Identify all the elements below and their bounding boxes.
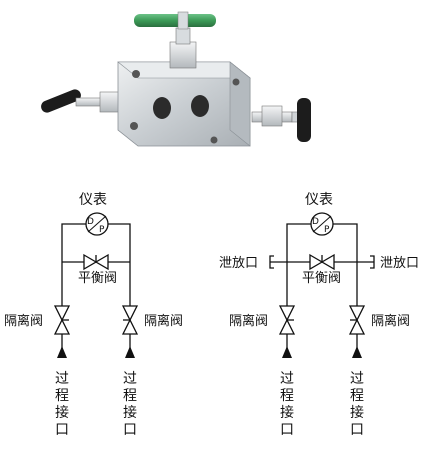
- isolation-valve-right-icon: [348, 305, 366, 335]
- svg-text:接: 接: [55, 404, 69, 421]
- svg-text:过: 过: [280, 371, 294, 387]
- svg-text:接: 接: [280, 404, 294, 421]
- svg-text:程: 程: [350, 388, 364, 404]
- dp-bottom-letter: P: [324, 225, 330, 235]
- right-schematic: 仪表 D P 泄放口 泄放口 平衡阀: [219, 192, 419, 438]
- manifold-body: [117, 61, 251, 147]
- svg-text:过: 过: [123, 371, 137, 387]
- isolation-valve-left-label: 隔离阀: [229, 313, 268, 329]
- isolation-valve-right-label: 隔离阀: [371, 313, 410, 329]
- balance-valve-label: 平衡阀: [78, 271, 117, 286]
- top-handle: [134, 11, 216, 69]
- isolation-valve-left-label: 隔离阀: [4, 313, 43, 329]
- svg-text:接: 接: [123, 404, 137, 421]
- process-port-left-label: 过 程 接 口: [280, 371, 294, 438]
- isolation-valve-right-icon: [121, 305, 139, 335]
- svg-text:程: 程: [123, 388, 137, 404]
- svg-text:口: 口: [55, 422, 69, 438]
- vent-port-right-label: 泄放口: [380, 256, 419, 271]
- svg-text:口: 口: [280, 422, 294, 438]
- isolation-valve-right-label: 隔离阀: [144, 313, 183, 329]
- instrument-label: 仪表: [305, 192, 333, 208]
- instrument-label: 仪表: [79, 192, 107, 208]
- three-valve-manifold-photo: [41, 11, 311, 147]
- dp-top-letter: D: [87, 217, 94, 227]
- process-port-right-label: 过 程 接 口: [123, 371, 137, 438]
- vent-port-left-icon: [269, 255, 274, 269]
- vent-port-left-label: 泄放口: [219, 256, 258, 271]
- process-port-right-label: 过 程 接 口: [350, 371, 364, 438]
- process-arrow-left-icon: [282, 346, 292, 358]
- process-arrow-right-icon: [352, 346, 362, 358]
- left-schematic: 仪表 D P 平衡阀 隔离阀 隔离阀: [4, 192, 183, 438]
- dp-bottom-letter: P: [99, 225, 105, 235]
- isolation-valve-left-icon: [278, 305, 296, 335]
- balance-valve-icon: [83, 253, 109, 271]
- process-arrow-right-icon: [125, 346, 135, 358]
- right-handle: [251, 98, 311, 142]
- balance-valve-label: 平衡阀: [302, 271, 341, 286]
- svg-text:程: 程: [280, 388, 294, 404]
- svg-text:接: 接: [350, 404, 364, 421]
- svg-text:过: 过: [55, 371, 69, 387]
- svg-text:过: 过: [350, 371, 364, 387]
- vent-port-right-icon: [370, 255, 375, 269]
- isolation-valve-left-icon: [53, 305, 71, 335]
- svg-text:口: 口: [350, 422, 364, 438]
- process-arrow-left-icon: [57, 346, 67, 358]
- left-handle: [41, 89, 123, 113]
- balance-valve-icon: [309, 253, 335, 271]
- dp-top-letter: D: [312, 217, 319, 227]
- process-port-left-label: 过 程 接 口: [55, 371, 69, 438]
- svg-text:口: 口: [123, 422, 137, 438]
- svg-text:程: 程: [55, 388, 69, 404]
